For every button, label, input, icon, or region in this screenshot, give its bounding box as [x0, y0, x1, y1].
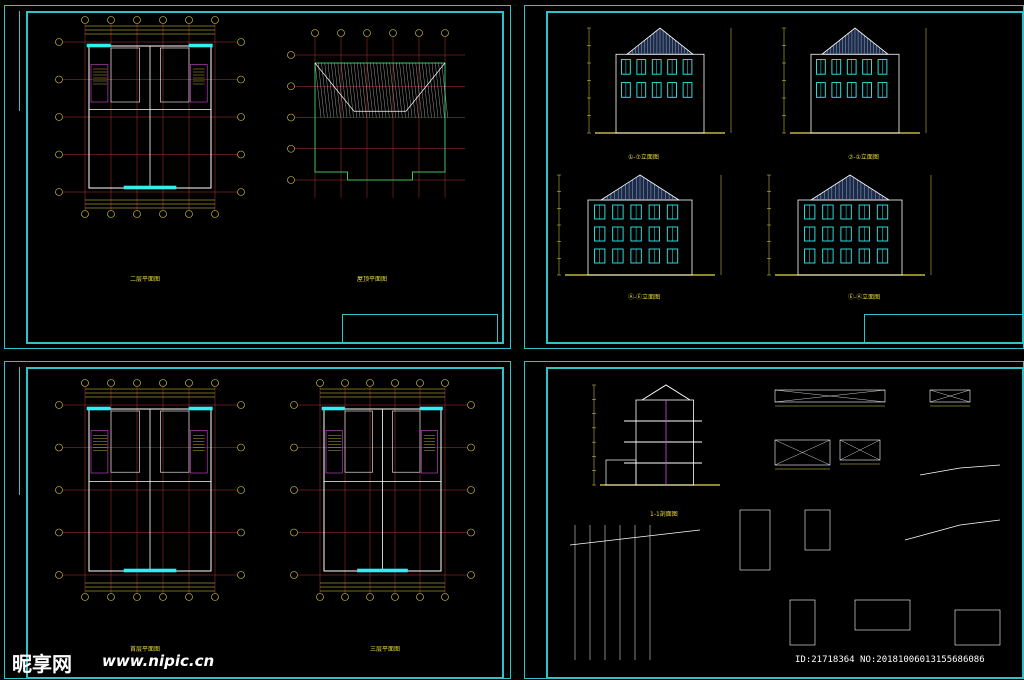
watermark-site: www.nipic.cn [102, 652, 215, 670]
caption-first-floor-plan: 首层平面图 [130, 646, 161, 653]
sheet-bottom-left-inner [26, 367, 504, 679]
drawing-linework [55, 16, 1001, 660]
caption-elevation-1: ①-⑦立面图 [628, 154, 659, 161]
sheet-top-left [4, 5, 511, 349]
watermark-brand: 昵享网 [12, 652, 72, 676]
caption-section: 1-1剖面图 [650, 511, 678, 518]
caption-elevation-2: ⑦-①立面图 [848, 154, 879, 161]
caption-elevation-4: Ⓔ-Ⓐ立面图 [848, 294, 881, 301]
caption-second-floor-plan: 二层平面图 [130, 276, 161, 283]
caption-third-floor-plan: 三层平面图 [370, 646, 401, 653]
sheet-top-left-margin [19, 11, 20, 111]
watermark-id: ID:21718364 NO:20181006013155686086 [795, 655, 985, 665]
title-block-top-left [342, 314, 498, 344]
sheet-bottom-left-margin [19, 367, 20, 495]
caption-elevation-3: Ⓐ-Ⓔ立面图 [628, 294, 661, 301]
caption-roof-plan: 屋顶平面图 [357, 276, 388, 283]
sheet-top-left-inner [26, 11, 504, 344]
sheet-bottom-right-inner [546, 367, 1024, 679]
sheet-top-right-inner [546, 11, 1024, 344]
